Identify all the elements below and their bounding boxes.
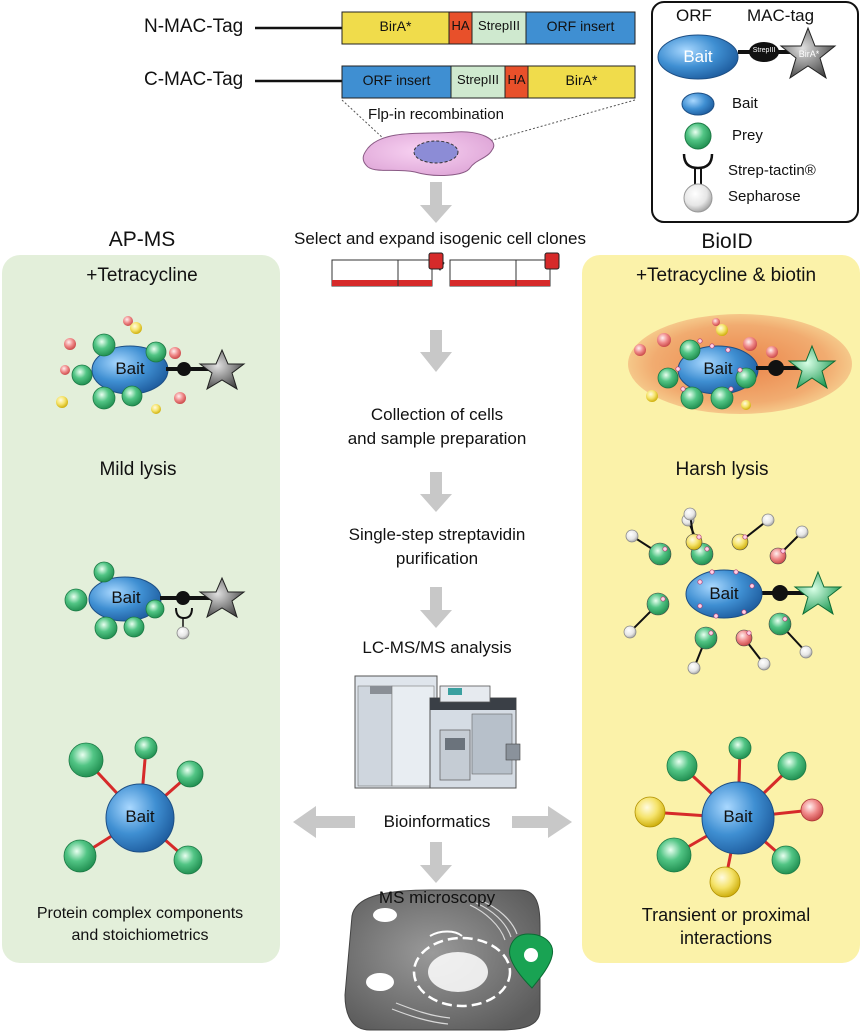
- step-lcms: LC-MS/MS analysis: [362, 638, 512, 657]
- bioid-scene-captured: [623, 507, 843, 675]
- n-mac-tag-label: N-MAC-Tag: [144, 16, 244, 37]
- c-seg-strep: StrepIII: [457, 72, 499, 87]
- legend-orf: ORF: [676, 6, 712, 25]
- bioid-bait-3: Bait: [723, 807, 753, 826]
- bioid-lysis: Harsh lysis: [675, 459, 769, 480]
- apms-bait-3: Bait: [125, 807, 155, 826]
- bioid-network: [634, 736, 824, 898]
- strep-dot-icon: [749, 42, 779, 62]
- apms-lysis: Mild lysis: [99, 459, 177, 480]
- mass-spectrometer-icon: [354, 675, 521, 789]
- apms-bait-1: Bait: [115, 359, 145, 378]
- legend-mac-tag: MAC-tag: [747, 6, 815, 25]
- apms-result-1: Protein complex components: [36, 905, 244, 922]
- bioid-condition: +Tetracycline & biotin: [635, 265, 817, 286]
- bioid-result-1: Transient or proximal: [641, 905, 811, 925]
- n-seg-orf: ORF insert: [546, 18, 615, 34]
- c-mac-tag-label: C-MAC-Tag: [144, 69, 244, 90]
- legend-strep-text: StrepIII: [752, 47, 776, 54]
- apms-title: AP-MS: [108, 228, 176, 251]
- legend-strep-tactin-icon: [682, 153, 714, 186]
- c-mac-tag-construct: [341, 65, 636, 99]
- recombination-label: Flp-in recombination: [368, 106, 504, 123]
- n-mac-tag-construct: [341, 11, 636, 45]
- c-seg-ha: HA: [507, 72, 526, 87]
- apms-bait-2: Bait: [111, 588, 141, 607]
- step-purif-1: Single-step streptavidin: [348, 525, 526, 544]
- legend-sepharose-icon: [683, 183, 713, 213]
- step-collection-1: Collection of cells: [370, 405, 504, 424]
- bira-star-icon: [779, 26, 837, 80]
- bioid-title: BioID: [701, 230, 753, 253]
- step-ms-microscopy: MS microscopy: [378, 888, 496, 907]
- legend-bait-label: Bait: [732, 95, 758, 112]
- c-seg-bira: BirA*: [565, 72, 598, 88]
- legend-strep-tactin-label: Strep-tactin®: [728, 162, 816, 179]
- bioid-scene-labeling: [628, 314, 852, 414]
- step-bioinformatics: Bioinformatics: [383, 812, 491, 831]
- bioid-bait-1: Bait: [703, 359, 733, 378]
- n-seg-bira: BirA*: [379, 18, 412, 34]
- step-select: Select and expand isogenic cell clones: [293, 229, 587, 248]
- legend-bait-icon: [681, 92, 715, 116]
- culture-flasks-icon: [331, 252, 560, 287]
- c-seg-orf: ORF insert: [362, 72, 431, 88]
- n-seg-strep: StrepIII: [478, 18, 520, 33]
- legend-bait-core: Bait: [683, 47, 713, 66]
- apms-network: [63, 736, 204, 875]
- legend-prey-icon: [684, 122, 712, 150]
- bioid-bait-2: Bait: [709, 584, 739, 603]
- step-purif-2: purification: [395, 549, 479, 568]
- flow-arrows: [293, 182, 572, 883]
- apms-condition: +Tetracycline: [86, 265, 198, 286]
- microscopy-cell-icon: [344, 889, 554, 1031]
- step-collection-2: and sample preparation: [347, 429, 527, 448]
- apms-scene-intact: [56, 316, 246, 414]
- n-seg-ha: HA: [451, 18, 470, 33]
- apms-result-2: and stoichiometrics: [71, 927, 209, 944]
- legend-sepharose-label: Sepharose: [728, 188, 801, 205]
- legend-prey-label: Prey: [732, 127, 763, 144]
- bioid-result-2: interactions: [679, 928, 773, 948]
- apms-scene-captured: [64, 561, 246, 640]
- legend-bira-text: BirA*: [798, 49, 820, 59]
